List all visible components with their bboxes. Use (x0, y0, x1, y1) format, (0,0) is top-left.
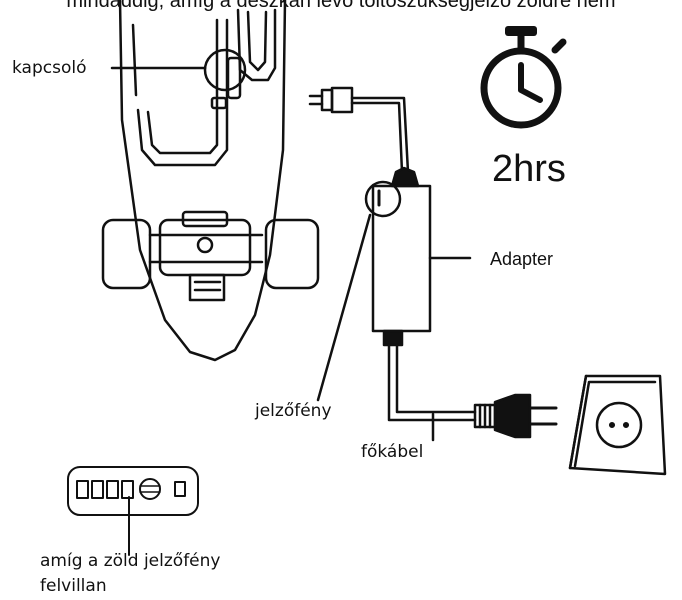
wall-socket-icon (568, 374, 667, 476)
duration-label: 2hrs (492, 148, 566, 190)
instruction-caption: mindaddig, amíg a deszkán lévő töltöszük… (66, 0, 616, 11)
power-plug-icon (473, 393, 558, 439)
adapter-label: Adapter (490, 249, 554, 269)
switch-callout (110, 48, 247, 92)
stopwatch-icon (480, 26, 567, 129)
battery-indicator-icon (67, 466, 199, 556)
adapter-box (371, 166, 477, 422)
dc-connector (308, 86, 410, 174)
battery-note-line2: felvillan (40, 576, 107, 596)
main-cable-label: főkábel (361, 442, 424, 462)
indicator-callout (316, 180, 402, 402)
skateboard-icon (101, 0, 320, 362)
indicator-label: jelzőfény (255, 401, 332, 421)
battery-note-line1: amíg a zöld jelzőfény (40, 551, 221, 571)
switch-label: kapcsoló (12, 58, 87, 78)
